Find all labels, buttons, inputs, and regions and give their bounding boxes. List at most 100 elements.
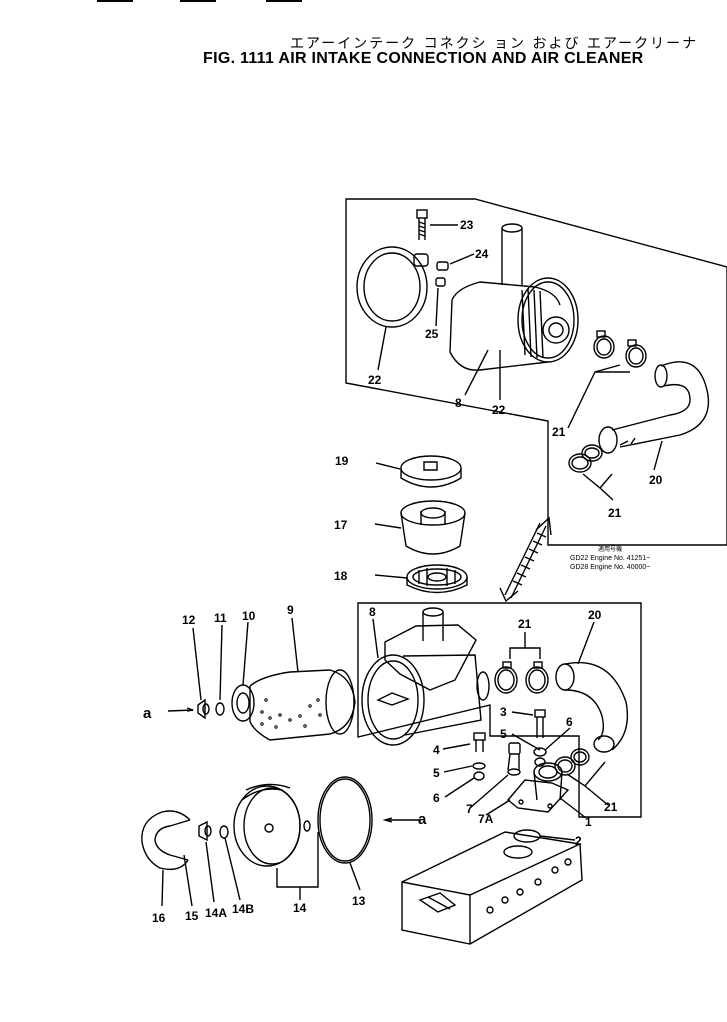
leader	[224, 837, 241, 901]
callout-21-lower: 21	[604, 800, 618, 814]
callout-20-middle: 20	[588, 608, 602, 622]
callout-13: 13	[352, 894, 366, 908]
leader	[544, 727, 571, 751]
callout-25: 25	[425, 327, 439, 341]
leader	[464, 349, 489, 396]
callout-5-left: 5	[433, 766, 440, 780]
plug-7	[507, 742, 521, 776]
callout-5-right: 5	[500, 727, 507, 741]
hose-clamps-21-lower	[554, 748, 590, 776]
leader	[377, 326, 387, 371]
leader	[582, 473, 614, 501]
callout-8-middle: 8	[369, 605, 376, 619]
middle-group-frame	[357, 602, 642, 818]
seal-ring-13	[317, 776, 373, 864]
upper-group-frame	[345, 198, 727, 546]
leader	[444, 777, 475, 798]
leader	[443, 765, 473, 773]
callout-22-left: 22	[368, 373, 382, 387]
leader	[205, 841, 215, 903]
serial-change-arrow	[499, 516, 552, 603]
washer-25	[435, 277, 446, 287]
header-rule	[97, 0, 133, 2]
leader	[559, 797, 587, 819]
callout-11: 11	[214, 611, 227, 625]
callout-2: 2	[575, 834, 582, 848]
callout-7a: 7A	[478, 812, 494, 826]
callout-23: 23	[460, 218, 474, 232]
callout-4: 4	[433, 743, 440, 757]
leader	[372, 618, 379, 659]
callout-19: 19	[335, 454, 349, 468]
callout-21-middle: 21	[518, 617, 532, 631]
callout-21-upper-b: 21	[608, 506, 622, 520]
callout-22-right: 22	[492, 403, 506, 417]
intake-hose-20-middle	[555, 661, 629, 753]
leader	[566, 761, 609, 806]
serial-note-heading: 適用号機	[598, 545, 622, 553]
callout-a-left: a	[143, 705, 152, 722]
callout-21-upper: 21	[552, 425, 566, 439]
cover-19	[400, 455, 462, 488]
leader	[349, 862, 361, 891]
leader	[567, 364, 621, 429]
callout-16: 16	[152, 911, 166, 925]
element-18	[406, 564, 468, 594]
element-17	[400, 500, 466, 555]
callout-18: 18	[334, 569, 348, 583]
leader	[442, 743, 471, 750]
callout-9: 9	[287, 603, 294, 617]
leader	[577, 621, 595, 665]
arrowhead	[382, 817, 393, 823]
seal-ring-13-inner	[319, 778, 371, 862]
leader	[653, 440, 663, 471]
callout-7: 7	[466, 802, 473, 816]
element-9	[249, 669, 356, 741]
leader	[511, 733, 541, 751]
callout-14a: 14A	[205, 906, 227, 920]
serial-note-line2: GD28 Engine No. 40000~	[570, 564, 650, 571]
callout-17: 17	[334, 518, 348, 532]
washer-14b	[219, 825, 229, 839]
leader	[485, 799, 511, 816]
cover-14	[233, 783, 311, 867]
callout-6-right: 6	[566, 715, 573, 729]
leader	[183, 854, 193, 907]
leader	[291, 617, 299, 673]
leader	[375, 462, 401, 470]
nut-24	[436, 261, 449, 271]
title-japanese: エアーインテーク コネクシ ョン および エアークリーナ	[290, 36, 699, 52]
callout-24: 24	[475, 247, 489, 261]
engine-cylinder-head	[401, 831, 583, 945]
callout-6-left: 6	[433, 791, 440, 805]
washer-6-right	[534, 757, 546, 767]
cleaner-body-8-middle	[361, 607, 490, 746]
washer-5-right	[533, 747, 547, 757]
intake-hose-20-upper	[598, 361, 710, 454]
leader	[219, 624, 223, 701]
hose-clamps-21-upper	[568, 330, 647, 473]
leader	[192, 627, 202, 701]
leader	[374, 574, 408, 579]
bolt-3	[534, 709, 546, 738]
leader	[469, 774, 509, 809]
figure-title: FIG. 1111 AIR INTAKE CONNECTION AND AIR …	[203, 50, 644, 67]
header-rule	[180, 0, 216, 2]
callout-14: 14	[293, 901, 307, 915]
wing-nut-12	[197, 698, 210, 720]
washer-6	[473, 771, 485, 781]
callout-15: 15	[185, 909, 199, 923]
leader	[449, 253, 475, 265]
leader	[509, 632, 541, 659]
wing-nut-14a	[198, 820, 212, 842]
hose-clamps-21-middle	[494, 661, 549, 694]
leader	[161, 869, 164, 907]
callout-3: 3	[500, 705, 507, 719]
leader	[242, 621, 249, 686]
washer-5	[472, 762, 486, 770]
bolt-23	[416, 209, 428, 240]
callout-a-right: a	[418, 811, 427, 828]
callout-8-upper: 8	[455, 396, 462, 410]
callout-20-upper: 20	[649, 473, 663, 487]
